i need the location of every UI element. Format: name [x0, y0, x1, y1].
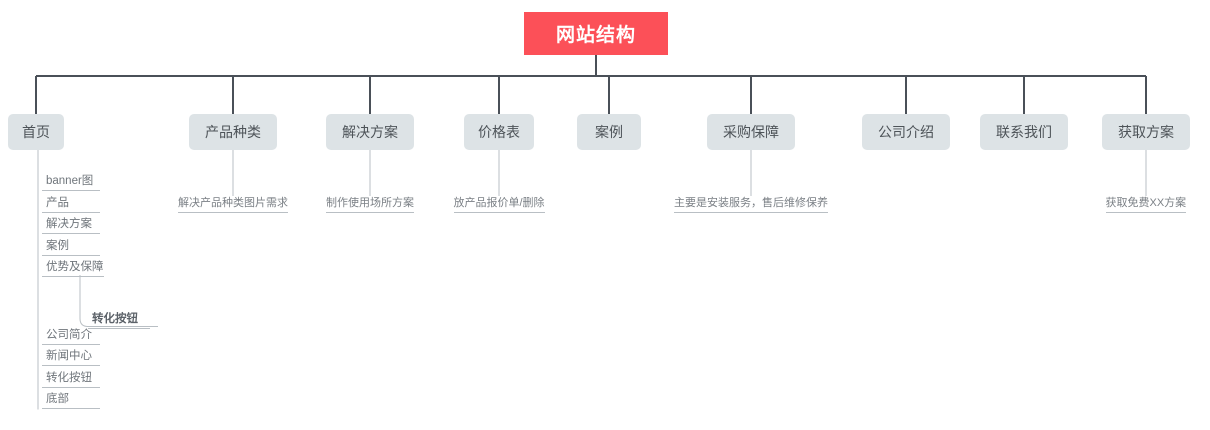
node-caption: 获取免费XX方案	[1105, 197, 1187, 213]
node-label: 获取方案	[1118, 124, 1174, 140]
node-label: 公司介绍	[878, 124, 934, 140]
node-3[interactable]: 解决方案	[326, 114, 414, 150]
subitem-6[interactable]: 转化按钮	[88, 312, 150, 329]
node-4[interactable]: 价格表	[464, 114, 534, 150]
subitem-3[interactable]: 解决方案	[42, 217, 100, 234]
subitem-8[interactable]: 新闻中心	[42, 349, 100, 366]
node-7[interactable]: 公司介绍	[862, 114, 950, 150]
node-6[interactable]: 采购保障	[707, 114, 795, 150]
node-2[interactable]: 产品种类	[189, 114, 277, 150]
subitem-9[interactable]: 转化按钮	[42, 371, 100, 388]
node-1[interactable]: 首页	[8, 114, 64, 150]
subitem-7[interactable]: 公司简介	[42, 328, 100, 345]
node-caption: 放产品报价单/删除	[453, 197, 545, 213]
node-caption: 主要是安装服务，售后维修保养	[674, 197, 828, 213]
subitem-2[interactable]: 产品	[42, 196, 100, 213]
subitem-5[interactable]: 优势及保障	[42, 260, 104, 277]
node-label: 价格表	[478, 124, 520, 140]
node-8[interactable]: 联系我们	[980, 114, 1068, 150]
node-9[interactable]: 获取方案	[1102, 114, 1190, 150]
node-label: 首页	[22, 124, 50, 140]
root-node[interactable]: 网站结构	[524, 12, 668, 55]
node-label: 案例	[595, 124, 623, 140]
root-node-label: 网站结构	[555, 25, 636, 46]
subitem-4[interactable]: 案例	[42, 239, 100, 256]
subitem-10[interactable]: 底部	[42, 392, 100, 409]
node-label: 联系我们	[996, 124, 1052, 140]
node-label: 解决方案	[342, 124, 398, 140]
node-label: 产品种类	[205, 124, 261, 140]
subitem-1[interactable]: banner图	[42, 174, 100, 191]
node-label: 采购保障	[723, 124, 779, 140]
node-caption: 制作使用场所方案	[326, 197, 414, 213]
node-5[interactable]: 案例	[577, 114, 641, 150]
node-caption: 解决产品种类图片需求	[178, 197, 288, 213]
